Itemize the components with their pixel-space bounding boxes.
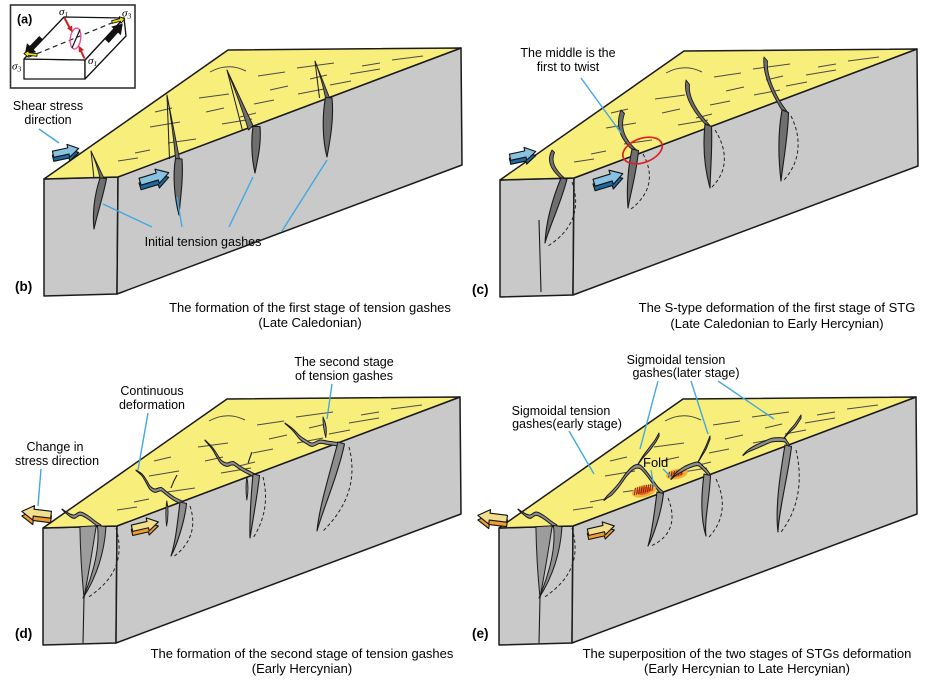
svg-text:direction: direction [24,113,71,127]
svg-text:gashes(early stage): gashes(early stage) [512,417,622,431]
svg-text:(Early Hercynian to Late Hercy: (Early Hercynian to Late Hercynian) [644,661,850,676]
svg-text:(Late Caledonian): (Late Caledonian) [258,315,361,330]
svg-text:The formation of the second st: The formation of the second stage of ten… [151,646,454,661]
svg-text:Sigmoidal tension: Sigmoidal tension [627,353,726,367]
svg-text:deformation: deformation [119,398,185,412]
svg-text:first to twist: first to twist [537,60,600,74]
svg-text:gashes(later stage): gashes(later stage) [632,366,739,380]
svg-text:σ1: σ1 [88,55,97,68]
svg-text:(d): (d) [15,626,32,641]
svg-text:The middle is the: The middle is the [520,46,615,60]
svg-text:The second stage: The second stage [294,355,393,369]
svg-text:Shear stress: Shear stress [13,99,83,113]
svg-text:Sigmoidal tension: Sigmoidal tension [512,404,611,418]
svg-text:σ3: σ3 [12,61,21,74]
svg-text:stress direction: stress direction [15,454,99,468]
svg-text:(e): (e) [472,626,489,641]
svg-text:(Late Caledonian to Early Herc: (Late Caledonian to Early Hercynian) [670,316,883,331]
svg-text:The formation of the first sta: The formation of the first stage of tens… [169,300,451,315]
svg-text:(Early Hercynian): (Early Hercynian) [252,661,352,676]
svg-text:Continuous: Continuous [120,384,183,398]
svg-text:(a): (a) [17,13,32,27]
svg-text:of tension gashes: of tension gashes [295,369,393,383]
svg-text:σ1: σ1 [59,6,68,19]
svg-text:The superposition of the two s: The superposition of the two stages of S… [583,646,912,661]
svg-text:Fold: Fold [643,455,668,470]
svg-text:Initial tension gashes: Initial tension gashes [145,235,262,249]
svg-text:(c): (c) [472,282,489,297]
svg-text:(b): (b) [15,279,32,294]
svg-text:Change in: Change in [27,440,84,454]
svg-text:The S-type deformation of the: The S-type deformation of the first stag… [639,300,916,315]
svg-text:σ3: σ3 [122,8,131,21]
